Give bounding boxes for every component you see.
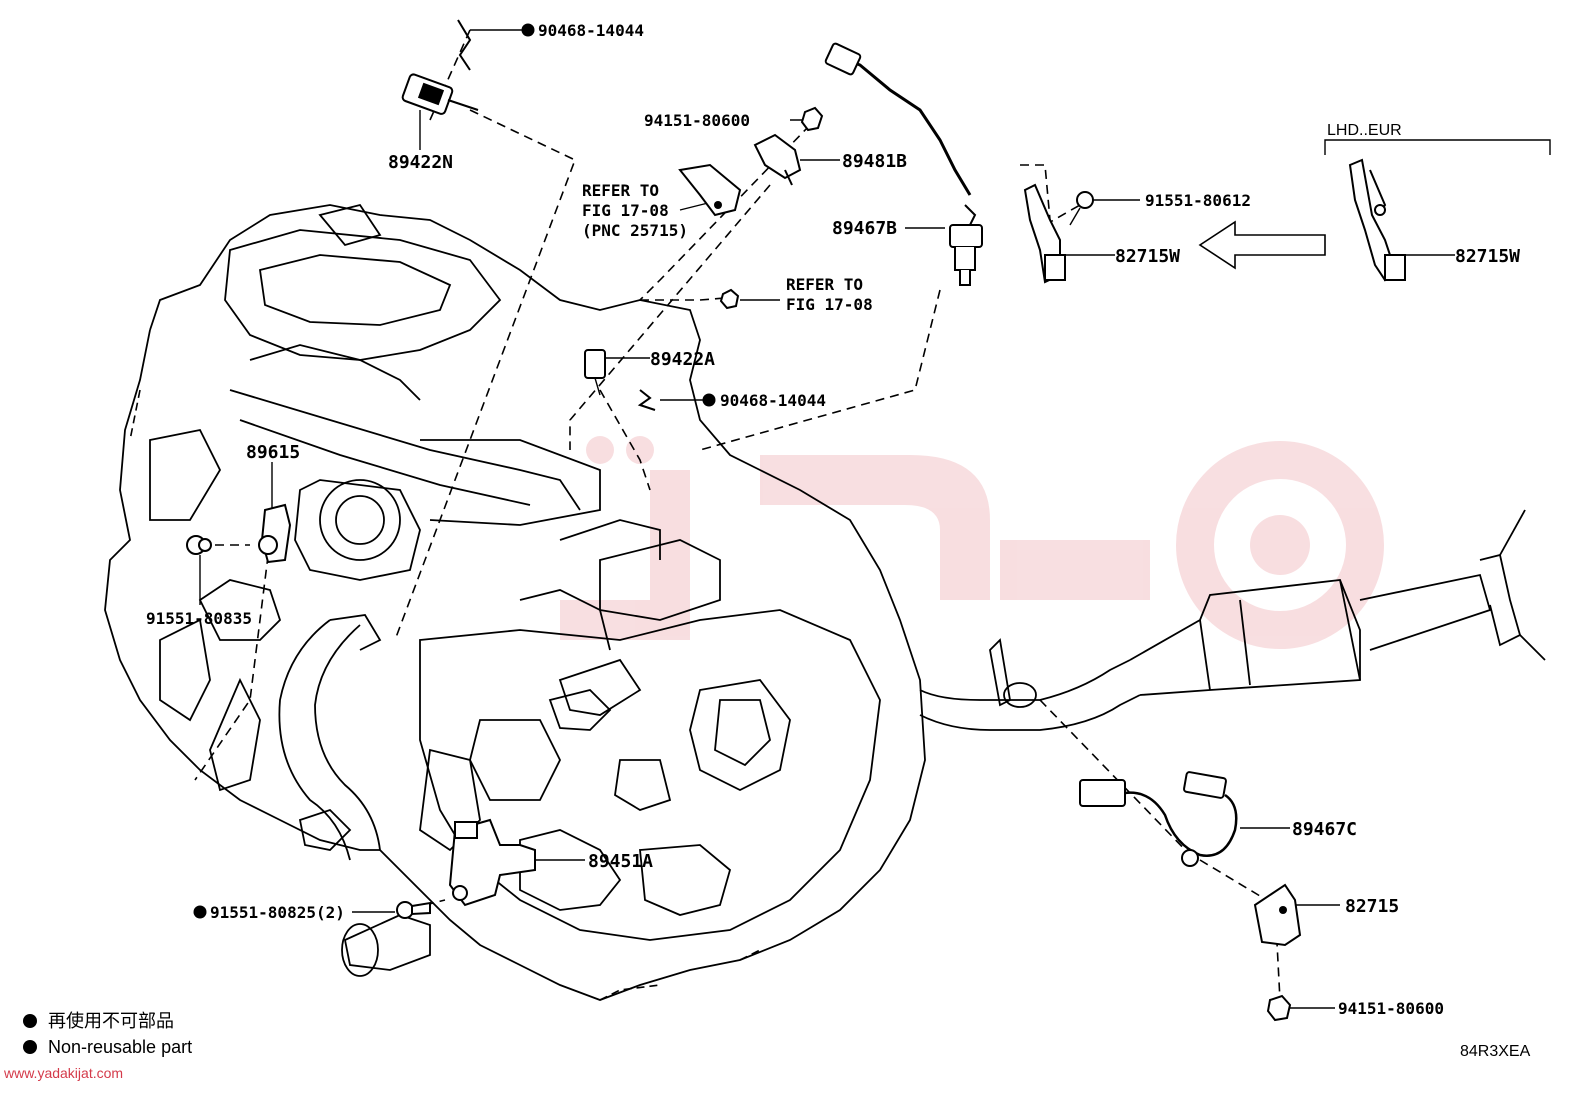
label-lhd-eur: LHD..EUR — [1327, 122, 1402, 139]
legend-english: Non-reusable part — [48, 1037, 192, 1057]
label-82715: 82715 — [1345, 896, 1399, 917]
figure-code: 84R3XEA — [1460, 1043, 1531, 1060]
label-89467c: 89467C — [1292, 819, 1357, 840]
non-reusable-dot-clip-top — [521, 23, 535, 37]
nut-icon-17-08 — [719, 288, 740, 310]
bolt-icon-80835 — [186, 535, 212, 555]
label-bolt-80612: 91551-80612 — [1145, 191, 1251, 210]
sensor-89422n-icon — [401, 73, 479, 115]
non-reusable-dot-clip-mid — [702, 393, 716, 407]
sensor-89467b-icon — [824, 42, 983, 286]
bolt-icon-80612 — [1069, 191, 1094, 226]
non-reusable-dot-bolt-80825 — [193, 905, 207, 919]
watermark-logo — [560, 436, 1384, 649]
sensor-89467c-icon — [1079, 771, 1238, 867]
sensor-89615-icon — [258, 503, 292, 564]
direction-arrow — [1198, 220, 1326, 270]
dashed-leaders — [194, 29, 1281, 1001]
label-clip-mid: 90468-14044 — [720, 391, 826, 410]
label-89615: 89615 — [246, 442, 300, 463]
label-refer1-pnc: (PNC 25715) — [582, 221, 688, 240]
nut-icon-top — [800, 106, 824, 132]
bracket-82715w-icon — [1023, 183, 1066, 284]
label-89451a: 89451A — [588, 851, 653, 872]
engine-assembly — [104, 203, 926, 1001]
nut-icon-bottom — [1266, 994, 1292, 1022]
label-refer2-l1: REFER TO — [786, 275, 863, 294]
part-labels: 90468-14044 89422N 94151-80600 89481B RE… — [146, 21, 1520, 1018]
label-82715w-lhd: 82715W — [1455, 246, 1520, 267]
label-refer1-l2: FIG 17-08 — [582, 201, 669, 220]
sensor-89422a-icon — [584, 349, 606, 396]
label-89422n: 89422N — [388, 152, 453, 173]
label-nut-bottom: 94151-80600 — [1338, 999, 1444, 1018]
label-89481b: 89481B — [842, 151, 907, 172]
legend: 再使用不可部品 Non-reusable part — [23, 1011, 192, 1057]
legend-dot-2 — [23, 1040, 37, 1054]
label-89467b: 89467B — [832, 218, 897, 239]
non-reusable-markers — [193, 23, 716, 919]
label-bolt-80825: 91551-80825(2) — [210, 903, 345, 922]
legend-dot-1 — [23, 1014, 37, 1028]
clip-icon-top — [457, 19, 472, 71]
bolt-icon-80825 — [396, 901, 431, 919]
label-bolt-80835: 91551-80835 — [146, 609, 252, 628]
label-82715w-main: 82715W — [1115, 246, 1180, 267]
label-89422a: 89422A — [650, 349, 715, 370]
solid-leaders — [199, 29, 1551, 1009]
label-refer1-l1: REFER TO — [582, 181, 659, 200]
bracket-82715w-lhd-icon — [1348, 158, 1406, 282]
label-refer2-l2: FIG 17-08 — [786, 295, 873, 314]
legend-japanese: 再使用不可部品 — [48, 1011, 174, 1031]
label-clip-top: 90468-14044 — [538, 21, 644, 40]
sensor-89481b-icon — [753, 133, 802, 186]
label-nut-top: 94151-80600 — [644, 111, 750, 130]
clip-icon-mid — [637, 389, 656, 411]
bracket-icon-17-08 — [678, 163, 742, 217]
bracket-82715-icon — [1253, 883, 1302, 947]
exhaust-assembly — [919, 509, 1546, 731]
watermark-url[interactable]: www.yadakijat.com — [3, 1065, 123, 1081]
sensor-89451a-icon — [448, 818, 536, 907]
